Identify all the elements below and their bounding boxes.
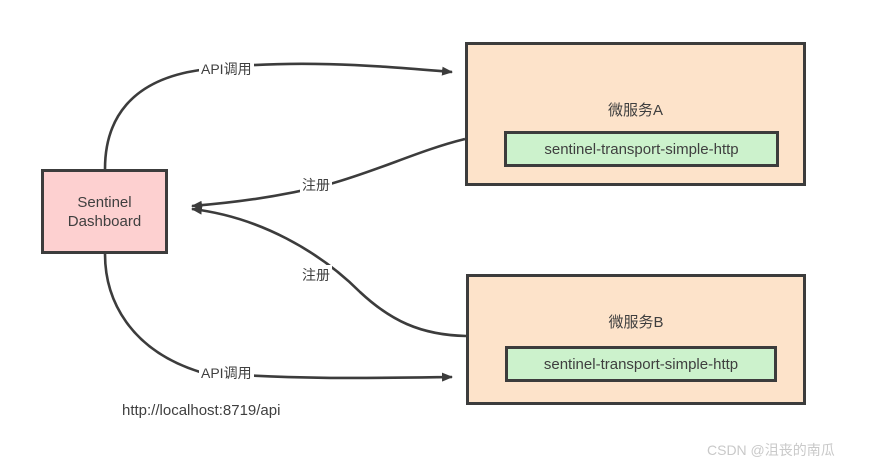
node-microservice-b[interactable]: 微服务B sentinel-transport-simple-http: [466, 274, 806, 405]
dashboard-label: Sentinel Dashboard: [67, 193, 142, 230]
edge-api-call-top: [103, 62, 453, 170]
edge-label-api-call-bottom: API调用: [199, 363, 254, 383]
annotation-dashboard-url: http://localhost:8719/api: [122, 402, 281, 419]
microservice-a-title: 微服务A: [607, 102, 663, 119]
edge-register-bottom: [191, 205, 467, 338]
watermark: CSDN @沮丧的南瓜: [707, 442, 835, 458]
edge-label-register-top: 注册: [300, 175, 332, 195]
component-sentinel-transport-simple-http-a[interactable]: sentinel-transport-simple-http: [504, 131, 779, 167]
node-sentinel-dashboard[interactable]: Sentinel Dashboard: [41, 169, 168, 254]
edge-label-register-bottom: 注册: [300, 265, 332, 285]
microservice-b-content: 微服务B sentinel-transport-simple-http: [469, 277, 803, 402]
component-sentinel-transport-simple-http-b[interactable]: sentinel-transport-simple-http: [505, 346, 777, 382]
node-microservice-a[interactable]: 微服务A sentinel-transport-simple-http: [465, 42, 806, 186]
edge-api-call-bottom: [103, 253, 453, 382]
microservice-a-content: 微服务A sentinel-transport-simple-http: [468, 45, 803, 183]
microservice-b-title: 微服务B: [608, 314, 664, 331]
edge-register-top: [191, 137, 466, 210]
edge-label-api-call-top: API调用: [199, 59, 254, 79]
